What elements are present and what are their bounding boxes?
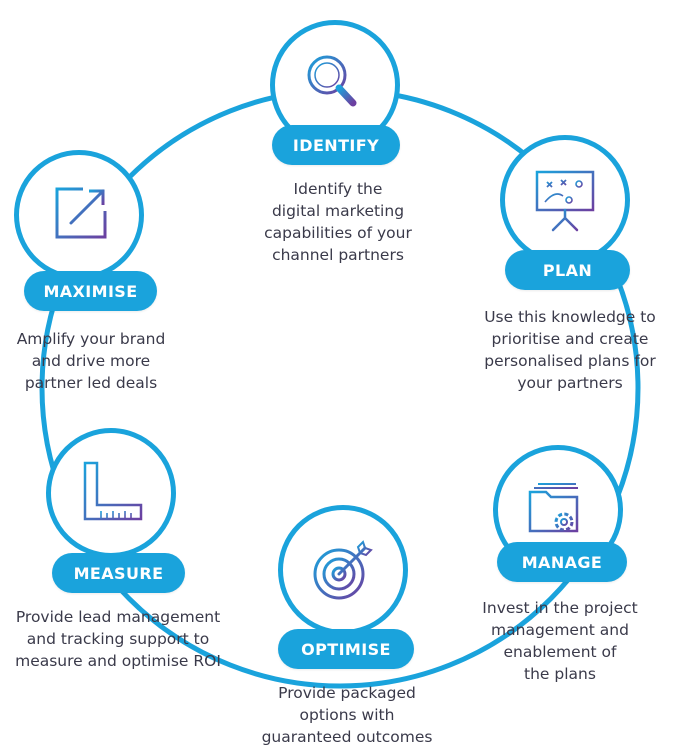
plan-node [500, 135, 630, 265]
target-arrow-icon [313, 540, 373, 600]
magnifier-icon [307, 55, 357, 107]
presentation-board-icon [535, 170, 595, 232]
set-square-ruler-icon [83, 461, 143, 521]
optimise-node [278, 505, 408, 635]
maximise-node [14, 150, 144, 280]
folder-gear-icon [528, 483, 579, 533]
maximise-label: MAXIMISE [24, 271, 157, 311]
manage-label: MANAGE [497, 542, 627, 582]
plan-label: PLAN [505, 250, 630, 290]
identify-label: IDENTIFY [272, 125, 400, 165]
measure-node [46, 428, 176, 558]
measure-label: MEASURE [52, 553, 185, 593]
optimise-label: OPTIMISE [278, 629, 414, 669]
expand-arrow-icon [55, 187, 107, 239]
